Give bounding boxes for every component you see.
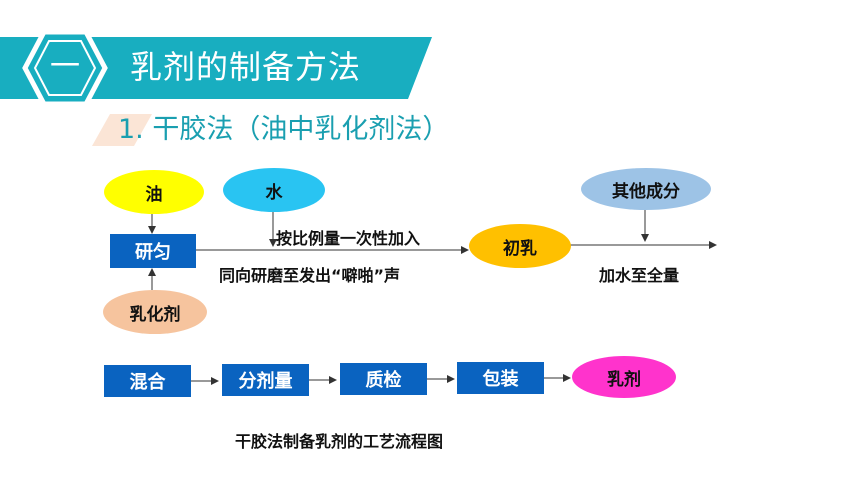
section-banner [0,37,432,99]
product-emulsion-node: 乳剂 [572,356,676,398]
subtitle: 1. 干胶法（油中乳化剂法） [118,114,450,145]
water-node: 水 [223,168,325,212]
dilute-note: 加水至全量 [599,266,680,285]
process-step-package: 包装 [457,362,544,394]
oil-node: 油 [104,170,204,214]
subtitle-accent [92,114,152,146]
section-number: 一 [50,49,80,84]
hexagon-badge [22,29,108,107]
grind-sound-note: 同向研磨至发出“噼啪”声 [219,266,401,285]
primary-emulsion-node: 初乳 [469,224,571,268]
grind-box: 研匀 [110,234,196,268]
add-in-ratio-note: 按比例量一次性加入 [276,229,421,248]
section-title: 乳剂的制备方法 [130,48,362,86]
diagram-caption: 干胶法制备乳剂的工艺流程图 [235,432,444,451]
emulsifier-node: 乳化剂 [103,290,207,334]
process-step-inspect: 质检 [340,363,427,395]
other-ingredients-node: 其他成分 [581,168,711,210]
process-step-dose: 分剂量 [222,364,309,396]
process-step-mix: 混合 [104,365,191,397]
